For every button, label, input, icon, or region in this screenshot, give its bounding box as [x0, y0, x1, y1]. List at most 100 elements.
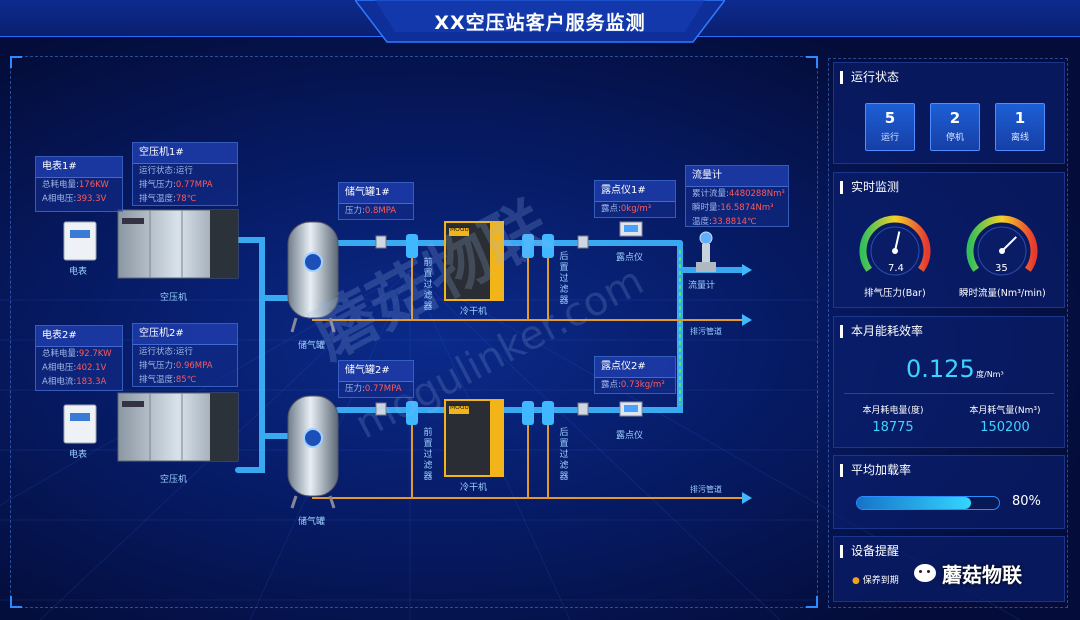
pressure-gauge-caption: 排气压力(Bar)	[864, 288, 926, 299]
row-value: 0.8MPA	[364, 206, 397, 216]
post-filter-2-label: 后置过滤器	[559, 428, 569, 482]
row-key: 累计流量:	[692, 189, 729, 199]
right-panel	[828, 58, 1068, 608]
row-value: 0.96MPA	[175, 361, 213, 371]
row-value: 0.73kg/m³	[620, 380, 665, 390]
dryer-1-label: 冷干机	[460, 307, 488, 317]
dryer-device-2	[444, 399, 504, 477]
row-key: 排气温度:	[139, 375, 176, 385]
pre-filter-1-label: 前置过滤器	[423, 258, 433, 312]
row-key: 温度:	[692, 217, 712, 227]
status-offline-label: 离线	[1010, 133, 1029, 143]
row-key: 压力:	[345, 206, 365, 216]
status-stopped-count: 2	[949, 109, 961, 127]
row-key: 排气温度:	[139, 194, 176, 204]
meter-1-row: A相电压:393.3V	[36, 192, 122, 206]
efficiency-unit: 度/Nm³	[976, 370, 1004, 379]
frame-corner	[10, 596, 22, 608]
dewpoint-1-title: 露点仪1#	[595, 181, 675, 202]
row-value: 33.8814℃	[711, 217, 757, 227]
compressor-1-row: 排气温度:78℃	[133, 192, 237, 206]
row-value: 运行	[175, 347, 193, 357]
dewpoint-1-label: 露点仪	[616, 253, 644, 263]
meter-1-row: 总耗电量:176KW	[36, 178, 122, 192]
meter-device-1	[63, 221, 97, 261]
arrows	[742, 264, 752, 504]
dewpoint-2-title: 露点仪2#	[595, 357, 675, 378]
flow-gauge	[966, 215, 1038, 276]
gauge-needle	[894, 231, 901, 252]
tank-2-label: 储气罐	[298, 517, 326, 527]
compressor-1-title: 空压机1#	[133, 143, 237, 164]
flowmeter-info[interactable]: 流量计 累计流量:4480288Nm³ 瞬时量:16.5874Nm³ 温度:33…	[685, 165, 789, 227]
header-plate-shape	[355, 0, 725, 43]
meter-1-title: 电表1#	[36, 157, 122, 178]
realtime-card: 实时监测 7.4 35 排气压力(Bar) 瞬时流量(Nm³/min)	[833, 172, 1065, 308]
dryer-2-brand: MOGU	[450, 404, 469, 411]
load-progress-track	[856, 496, 1000, 510]
flowmeter-row: 瞬时量:16.5874Nm³	[686, 201, 788, 215]
alert-item[interactable]: ● 保养到期	[852, 573, 899, 586]
meter-2-label: 电表	[69, 450, 88, 460]
compressor-1-info[interactable]: 空压机1# 运行状态:运行 排气压力:0.77MPA 排气温度:78℃	[132, 142, 238, 206]
tank-2-info[interactable]: 储气罐2# 压力:0.77MPA	[338, 360, 414, 398]
row-value: 78℃	[175, 194, 197, 204]
efficiency-value: 0.125	[906, 355, 975, 383]
alert-item-text: 保养到期	[862, 576, 899, 586]
load-card-title: 平均加载率	[840, 464, 911, 477]
meter-2-row: A相电压:402.1V	[36, 361, 122, 375]
row-key: 瞬时量:	[692, 203, 721, 213]
status-stopped[interactable]: 2 停机	[930, 103, 980, 151]
row-value: 176KW	[78, 180, 109, 190]
row-value: 0kg/m³	[620, 204, 652, 214]
realtime-card-title: 实时监测	[840, 181, 899, 194]
gauge-needle	[1001, 236, 1017, 252]
row-key: 排气压力:	[139, 180, 176, 190]
gauge-hub	[999, 248, 1005, 254]
dewpoint-1-info[interactable]: 露点仪1# 露点:0kg/m³	[594, 180, 676, 218]
row-value: 0.77MPA	[364, 384, 402, 394]
post-filter-1-label: 后置过滤器	[559, 252, 569, 306]
status-stopped-label: 停机	[945, 133, 964, 143]
tank-device-2	[287, 395, 339, 509]
pressure-gauge	[859, 215, 931, 276]
page-title: XX空压站客户服务监测	[434, 12, 646, 34]
gauge-arc	[966, 215, 1038, 272]
gauges	[859, 215, 1038, 276]
meter-2-info[interactable]: 电表2# 总耗电量:92.7KW A相电压:402.1V A相电流:183.3A	[35, 325, 123, 391]
alerts-card: 设备提醒 ● 保养到期 蘑菇物联	[833, 536, 1065, 602]
header-bar-left	[0, 0, 390, 37]
alert-dot-icon: ●	[852, 576, 860, 586]
row-key: 露点:	[601, 380, 621, 390]
flowmeter-device	[696, 231, 716, 272]
row-key: A相电流:	[42, 377, 77, 387]
dryer-device-1	[444, 221, 504, 301]
meter-1-label: 电表	[69, 267, 88, 277]
row-value: 运行	[175, 166, 193, 176]
drain-pipes	[312, 258, 745, 499]
compressor-2-row: 排气温度:85℃	[133, 373, 237, 387]
air-usage-label: 本月耗气量(Nm³)	[969, 406, 1041, 416]
dewpoint-2-info[interactable]: 露点仪2# 露点:0.73kg/m³	[594, 356, 676, 394]
process-frame	[10, 56, 818, 608]
meter-2-row: 总耗电量:92.7KW	[36, 347, 122, 361]
air-pipes	[235, 237, 748, 473]
pressure-gauge-value: 7.4	[888, 263, 904, 274]
flow-gauge-caption: 瞬时流量(Nm³/min)	[959, 288, 1046, 299]
row-value: 402.1V	[76, 363, 107, 373]
drain-2-label: 排污管道	[690, 485, 722, 494]
tank-2-row: 压力:0.77MPA	[339, 382, 413, 396]
tank-1-title: 储气罐1#	[339, 183, 413, 204]
meter-1-info[interactable]: 电表1# 总耗电量:176KW A相电压:393.3V	[35, 156, 123, 212]
row-value: 183.3A	[76, 377, 107, 387]
dewpoint-device-1	[619, 221, 643, 237]
power-usage-value: 18775	[872, 420, 914, 435]
flowmeter-row: 温度:33.8814℃	[686, 215, 788, 229]
tank-1-info[interactable]: 储气罐1# 压力:0.8MPA	[338, 182, 414, 220]
compressor-2-info[interactable]: 空压机2# 运行状态:运行 排气压力:0.96MPA 排气温度:85℃	[132, 323, 238, 387]
dewpoint-2-label: 露点仪	[616, 431, 644, 441]
